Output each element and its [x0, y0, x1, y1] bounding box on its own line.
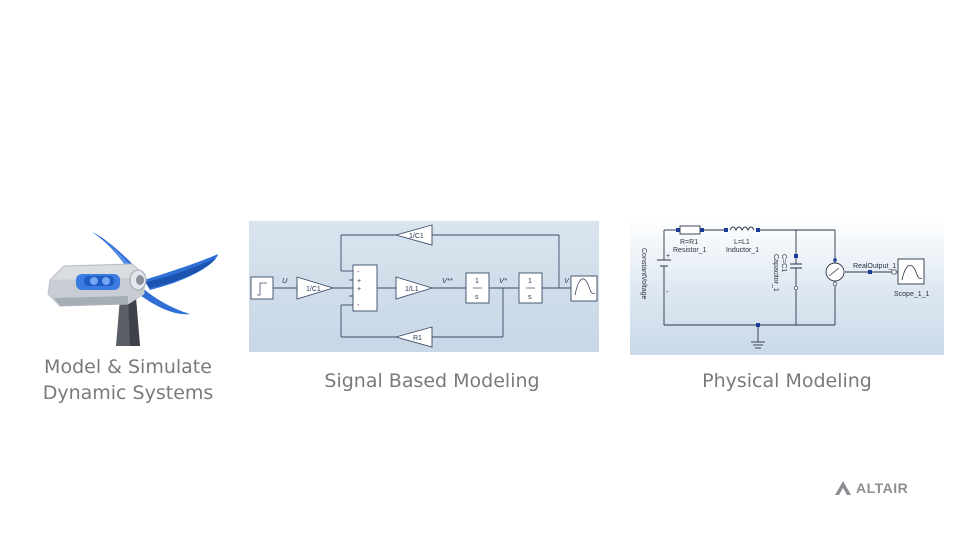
- gain-1-c1-label: 1/C1: [306, 286, 321, 293]
- capacitor-name: Capacitor_1: [772, 254, 779, 292]
- integrator-1-den: s: [475, 294, 479, 301]
- resistor-name: Resistor_1: [673, 247, 707, 254]
- caption-model-simulate: Model & Simulate Dynamic Systems: [30, 354, 226, 406]
- resistor-param: R=R1: [680, 239, 698, 246]
- wind-turbine-image: [40, 228, 220, 346]
- source-plus: +: [666, 253, 670, 260]
- sum-minus-2: -: [357, 302, 360, 309]
- gain-1-l1-label: 1/L1: [405, 286, 419, 293]
- caption-model-line-2: Dynamic Systems: [42, 382, 214, 404]
- sum-plus-1: +: [357, 278, 361, 285]
- source-minus: -: [666, 289, 669, 296]
- gain-r1-label: R1: [413, 335, 422, 342]
- altair-logo: ALTAIR: [834, 480, 908, 496]
- physical-circuit-diagram: + - R=R1 Resistor_1 L=L1 Inductor_1: [630, 218, 944, 355]
- integrator-1-num: 1: [475, 278, 479, 285]
- signal-block-diagram: 1/C1 - + + - 1/L1 1 s 1 s 1/C1 R1 U V** …: [249, 221, 599, 352]
- integrator-2-den: s: [528, 294, 532, 301]
- caption-physical: Physical Modeling: [702, 370, 872, 392]
- sum-plus-2: +: [357, 286, 361, 293]
- gain-1-c1-top-label: 1/C1: [409, 233, 424, 240]
- signal-v1-label: V*: [499, 276, 508, 285]
- signal-v2-label: V**: [442, 276, 454, 285]
- signal-v-label: V: [564, 276, 570, 285]
- altair-logo-text: ALTAIR: [856, 480, 909, 496]
- source-name: ConstantVoltage: [640, 248, 647, 299]
- output-name: RealOutput_1: [853, 263, 896, 270]
- caption-model-line-1: Model & Simulate: [44, 356, 212, 378]
- sum-minus-1: -: [357, 269, 360, 276]
- altair-logo-icon: [835, 481, 851, 495]
- caption-signal-based: Signal Based Modeling: [324, 370, 540, 392]
- inductor-name: Inductor_1: [726, 247, 759, 254]
- capacitor-param: C=C1: [780, 254, 787, 272]
- integrator-2-num: 1: [528, 278, 532, 285]
- scope-name: Scope_1_1: [894, 291, 930, 298]
- signal-u-label: U: [282, 276, 288, 285]
- inductor-param: L=L1: [734, 239, 750, 246]
